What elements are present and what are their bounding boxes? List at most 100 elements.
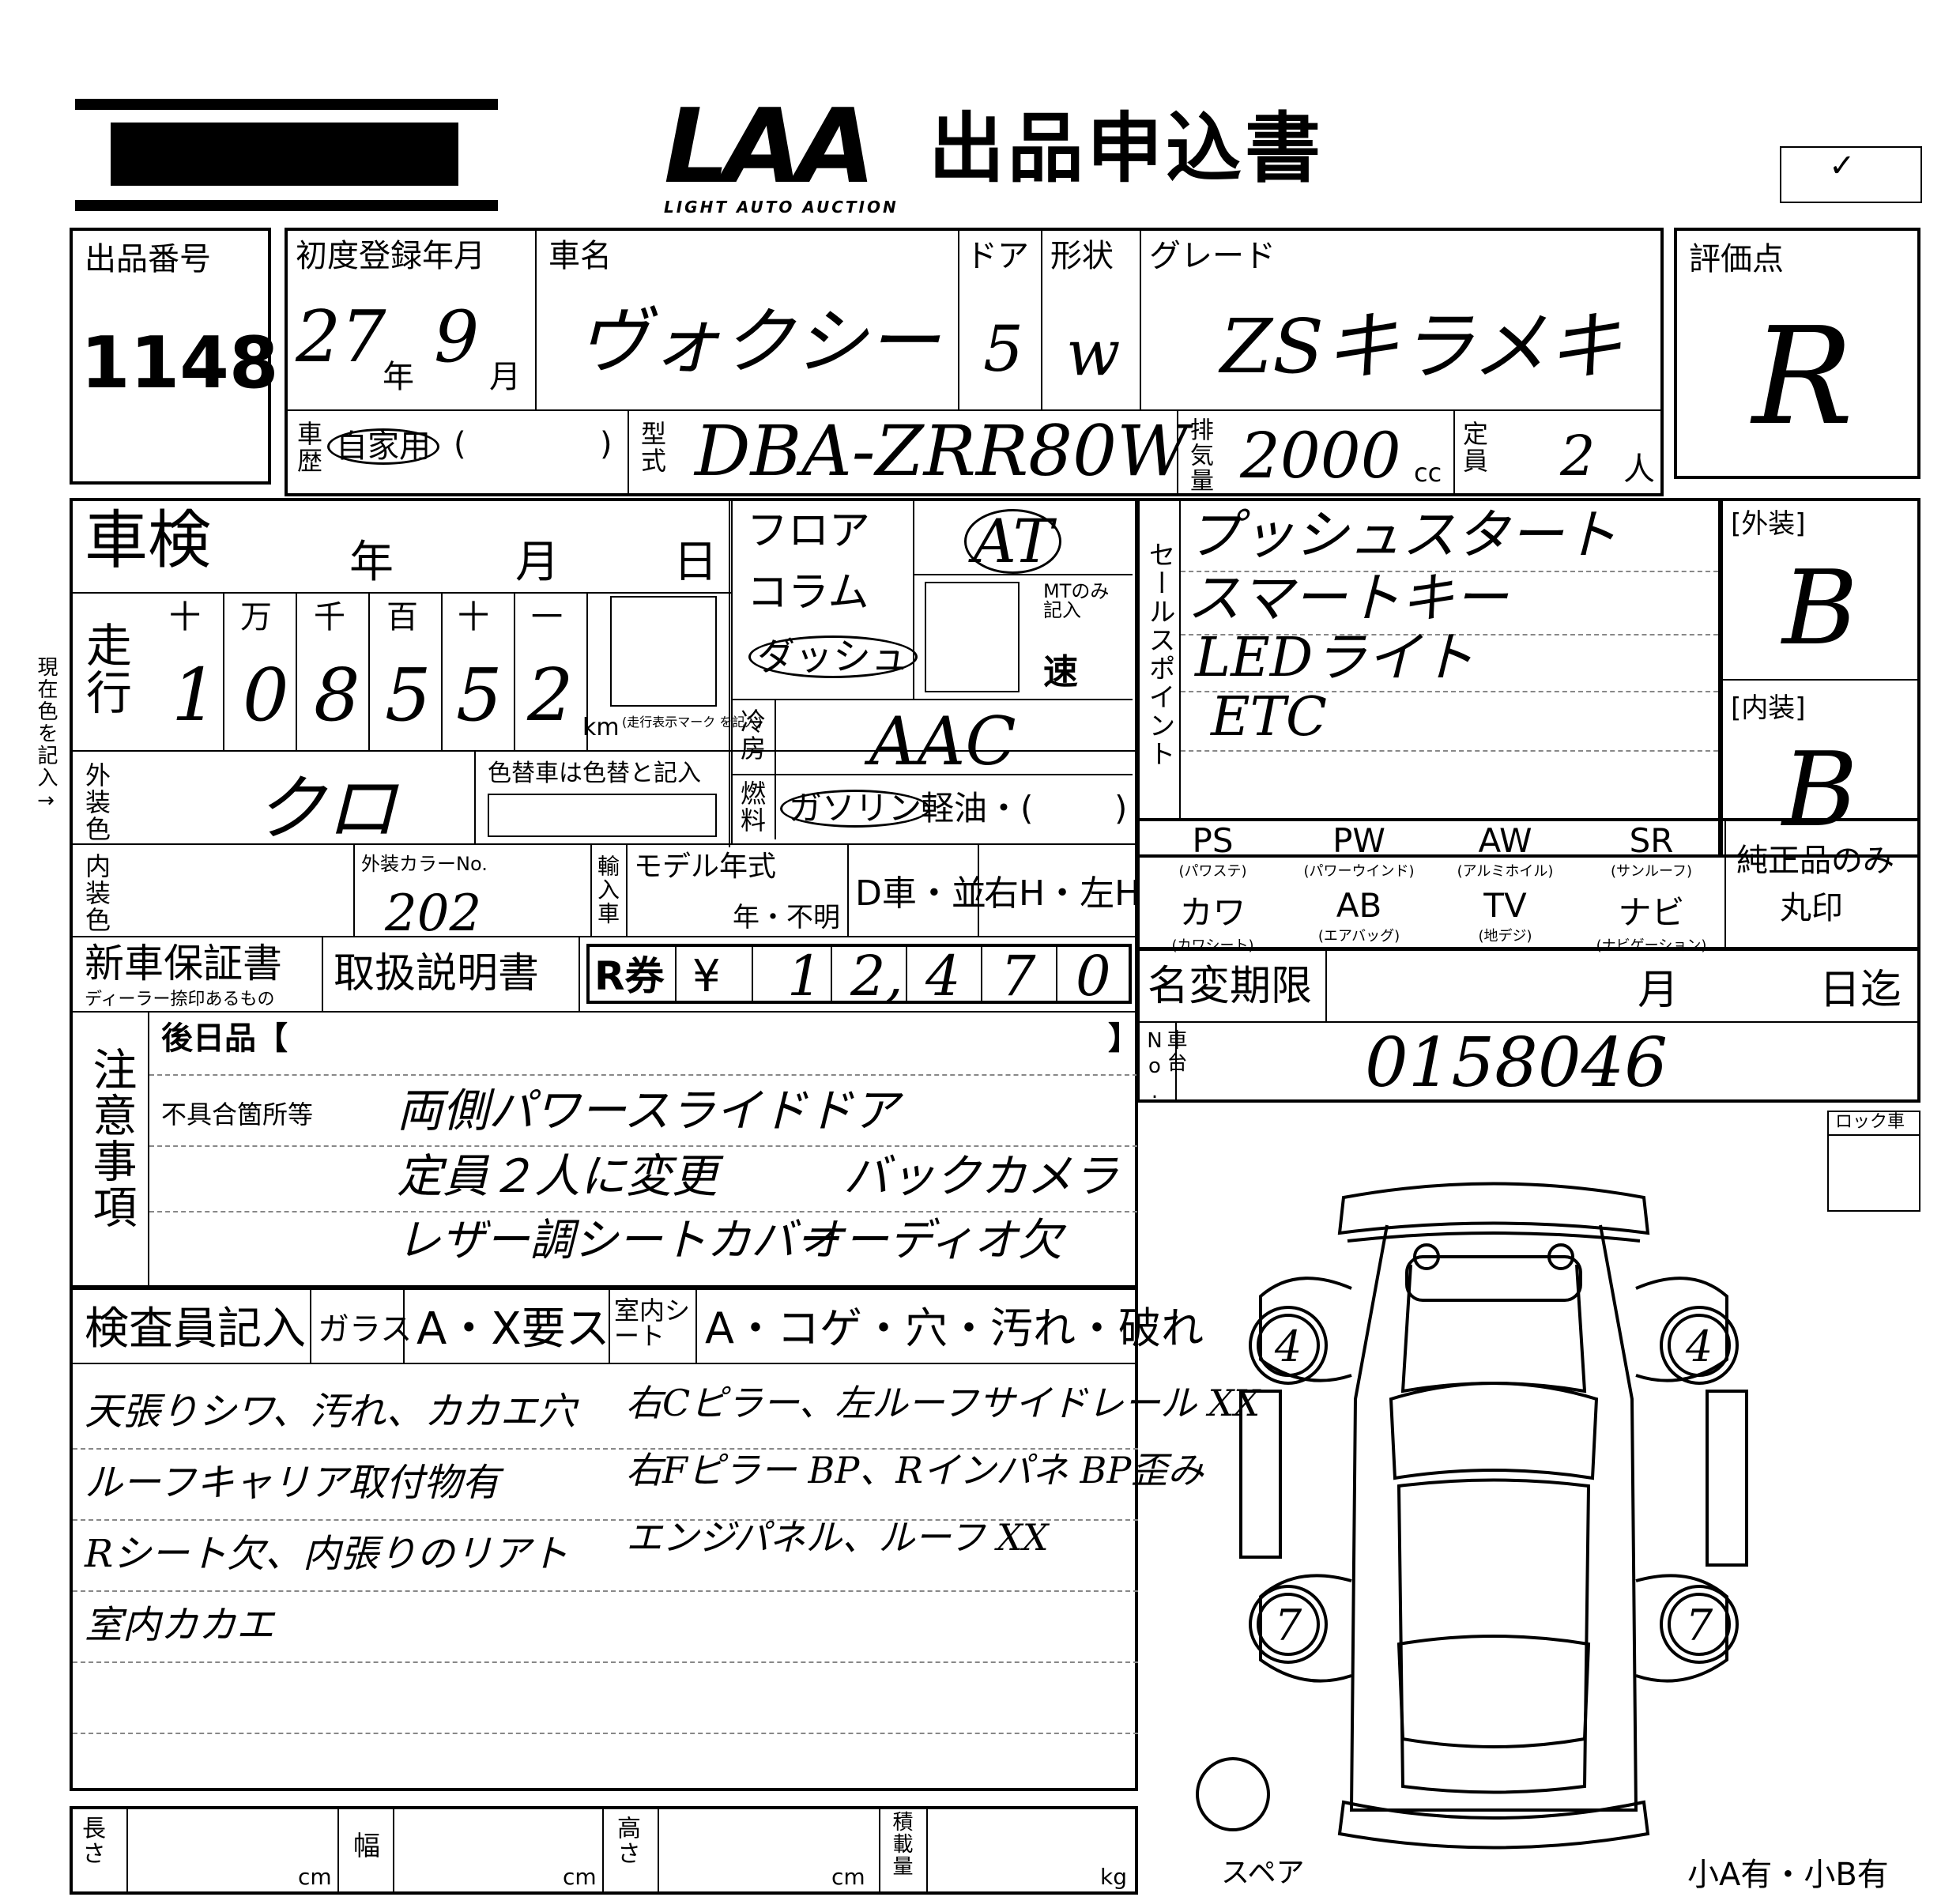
option-pw[interactable]: PW (パワーウインド): [1286, 821, 1432, 886]
recycle-box: R券 ¥ 1 2, 4 7 0: [586, 944, 1132, 1004]
option-tv-label: TV: [1483, 886, 1527, 925]
mileage-digit-1: 0: [243, 653, 289, 737]
dealer-option[interactable]: D車・並: [855, 873, 986, 914]
sales-point-1: スマートキー: [1187, 568, 1508, 630]
ext-grade-value: B: [1782, 548, 1858, 668]
name-change-label: 名変期限: [1148, 963, 1313, 1010]
width-unit: cm: [563, 1864, 597, 1890]
mt-box[interactable]: [925, 582, 1020, 692]
inspector-right-2: エンジパネル、ルーフ XX: [626, 1516, 1049, 1559]
option-ab-sub: (エアバッグ): [1317, 928, 1400, 945]
height-label: 高さ: [612, 1816, 640, 1866]
seat-options[interactable]: A・コゲ・穴・汚れ・破れ: [705, 1303, 1204, 1353]
note-line-0: 両側パワースライドドア: [397, 1084, 899, 1137]
laa-logo: LAA LIGHT AUTO AUCTION: [664, 95, 899, 217]
option-kawa[interactable]: カワ (カワシート): [1140, 886, 1286, 954]
inspector-right-0: 右Cピラー、左ルーフサイドレール XX: [626, 1382, 1261, 1424]
option-sr[interactable]: SR (サンルーフ): [1578, 821, 1724, 886]
main-left-box: 車検 年 月 日 走行 十 万 千 百 十 一 1 0 8 5 5 2 km (…: [70, 498, 1141, 1288]
own-use-option[interactable]: 自家用: [327, 428, 439, 465]
digit-label-3: 百: [386, 599, 418, 635]
circle-mark-label: 丸印: [1780, 890, 1843, 926]
car-name: ヴォクシー: [576, 300, 940, 384]
fuel-label: 燃料: [737, 780, 767, 834]
option-ab[interactable]: AB (エアバッグ): [1286, 886, 1432, 951]
sales-point-0: プッシュスタート: [1187, 504, 1618, 567]
lock-car-box[interactable]: ロック車: [1827, 1111, 1920, 1212]
interior-seat-label: 室内シート: [614, 1295, 691, 1351]
exterior-color-label: 外装色: [81, 762, 111, 843]
color-no-value: 202: [385, 884, 482, 943]
option-navi-label: ナビ: [1618, 893, 1685, 932]
lock-car-label: ロック車: [1835, 1112, 1905, 1132]
notes-label: 注意事項: [85, 1047, 137, 1230]
later-items-close: 】: [1108, 1020, 1140, 1057]
width-label: 幅: [353, 1831, 380, 1862]
capacity-value: 2: [1560, 424, 1596, 488]
lot-label: 出品番号: [85, 241, 211, 277]
interior-color-label: 内装色: [81, 853, 111, 933]
later-items-label: 後日品【: [161, 1020, 288, 1057]
option-ps[interactable]: PS (パワステ): [1140, 821, 1286, 886]
digit-label-2: 千: [314, 599, 345, 635]
ext-grade-label: [外装]: [1731, 508, 1806, 540]
name-change-until: 日迄: [1819, 967, 1902, 1014]
reg-year-unit: 年: [383, 359, 414, 395]
odometer-mark-box[interactable]: [610, 596, 717, 707]
option-kawa-label: カワ: [1179, 893, 1246, 932]
shaken-month: 月: [515, 537, 560, 588]
mileage-digit-4: 5: [456, 653, 503, 737]
warranty-sub: ディーラー捺印あるもの: [85, 990, 275, 1009]
handle-option[interactable]: 右H・左H: [984, 873, 1141, 914]
door-value: 5: [983, 312, 1023, 386]
diesel-option[interactable]: 軽油・(: [921, 789, 1034, 828]
check-mark: ✓: [1829, 148, 1856, 184]
mileage-digit-3: 5: [385, 653, 432, 737]
manual-label: 取扱説明書: [334, 950, 540, 998]
digit-label-5: 一: [531, 599, 563, 635]
digit-label-1: 万: [240, 599, 272, 635]
option-ab-label: AB: [1336, 886, 1382, 925]
tire-front-left: 4: [1274, 1322, 1302, 1371]
option-pw-label: PW: [1332, 821, 1385, 860]
logo-sub: LIGHT AUTO AUCTION: [664, 198, 899, 217]
length-label: 長さ: [77, 1816, 105, 1866]
dash-option[interactable]: ダッシュ: [748, 635, 918, 678]
mileage-digit-0: 1: [172, 653, 218, 737]
check-box[interactable]: ✓: [1780, 146, 1922, 203]
option-tv[interactable]: TV (地デジ): [1432, 886, 1578, 951]
tire-front-right: 4: [1685, 1322, 1713, 1371]
km-label: km: [582, 714, 620, 741]
model-type-label: 型式: [637, 421, 667, 474]
reg-year: 27: [296, 296, 386, 379]
name-change-box: 名変期限 月 日迄 車台No. 0158046: [1136, 947, 1920, 1105]
option-aw-sub: (アルミホイル): [1457, 863, 1554, 880]
tire-rear-left: 7: [1275, 1601, 1302, 1650]
options-box: PS (パワステ) PW (パワーウインド) AW (アルミホイル) SR (サ…: [1136, 818, 1920, 954]
yen-mark: ¥: [692, 951, 721, 1002]
sales-point-2: LEDライト: [1195, 627, 1475, 689]
option-sr-sub: (サンルーフ): [1611, 863, 1692, 880]
inspector-label: 検査員記入: [85, 1303, 306, 1355]
glass-options[interactable]: A・X要ス: [416, 1303, 610, 1355]
transmission-block: フロア コラム ダッシュ AT MTのみ 記入 速 冷房 AAC 燃料 ガソリン…: [731, 501, 1133, 839]
displacement-value: 2000: [1240, 419, 1401, 492]
color-change-box[interactable]: [488, 794, 717, 837]
recycle-digit-4: 0: [1076, 944, 1111, 1009]
gasoline-option[interactable]: ガソリン: [780, 790, 931, 828]
cooling-label: 冷房: [737, 708, 767, 762]
shaken-day: 日: [673, 537, 718, 588]
ext-int-grade-box: [外装] B [内装] B: [1720, 498, 1920, 858]
history-paren-close: ): [600, 426, 612, 462]
year-unknown: 年・不明: [733, 902, 840, 933]
int-grade-value: B: [1782, 730, 1858, 850]
door-label: ドア: [966, 238, 1029, 274]
option-aw[interactable]: AW (アルミホイル): [1432, 821, 1578, 886]
recycle-label: R券: [594, 953, 665, 999]
inspector-box: 検査員記入 ガラス A・X要ス 室内シート A・コゲ・穴・汚れ・破れ 天張りシワ…: [70, 1287, 1260, 1791]
imported-label: 輸入車: [594, 854, 620, 926]
exterior-color-no-label: 外装カラーNo.: [361, 853, 488, 875]
option-navi[interactable]: ナビ (ナビゲーション): [1578, 886, 1724, 954]
column-label: コラム: [747, 569, 869, 617]
displacement-label: 排気量: [1185, 417, 1213, 493]
